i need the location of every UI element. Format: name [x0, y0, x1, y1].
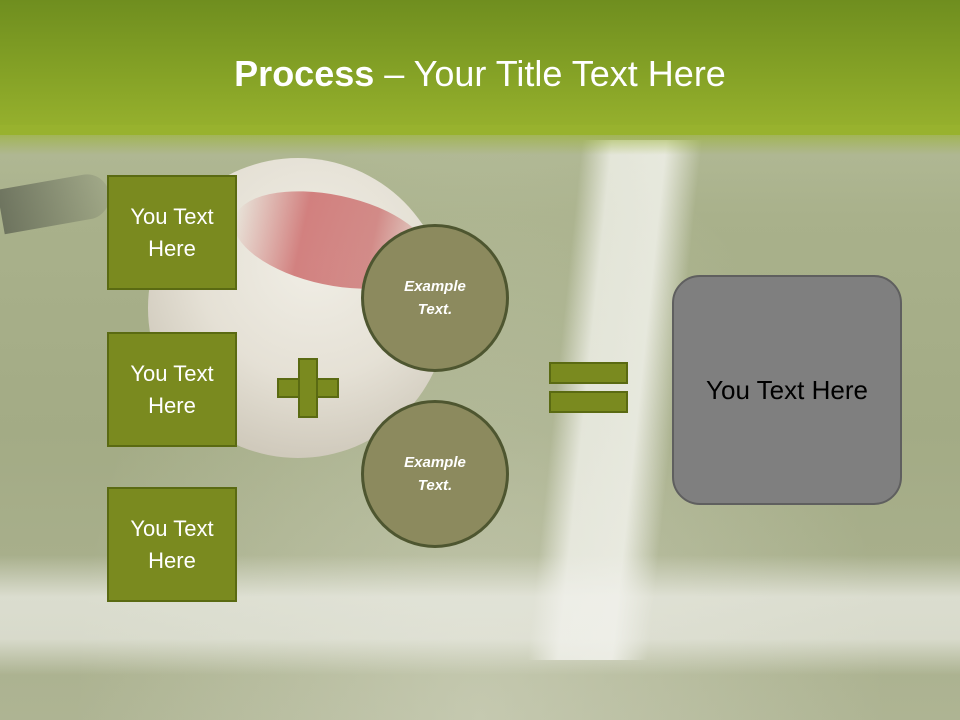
title-rest: – Your Title Text Here	[374, 53, 726, 94]
text-box-1[interactable]: You Text Here	[107, 175, 237, 290]
circle-label: Example Text.	[404, 454, 466, 494]
text-box-3[interactable]: You Text Here	[107, 487, 237, 602]
circle-label: Example Text.	[404, 278, 466, 318]
example-circle-2[interactable]: Example Text.	[361, 400, 509, 548]
title-bar	[0, 0, 960, 135]
slide-title[interactable]: Process – Your Title Text Here	[0, 52, 960, 96]
text-box-label: You Text Here	[130, 360, 214, 418]
example-circle-1[interactable]: Example Text.	[361, 224, 509, 372]
title-bar-fade	[0, 125, 960, 155]
text-box-2[interactable]: You Text Here	[107, 332, 237, 447]
text-box-label: You Text Here	[130, 515, 214, 573]
result-label: You Text Here	[706, 374, 868, 405]
result-box[interactable]: You Text Here	[672, 275, 902, 505]
title-bold: Process	[234, 53, 375, 94]
text-box-label: You Text Here	[130, 203, 214, 261]
